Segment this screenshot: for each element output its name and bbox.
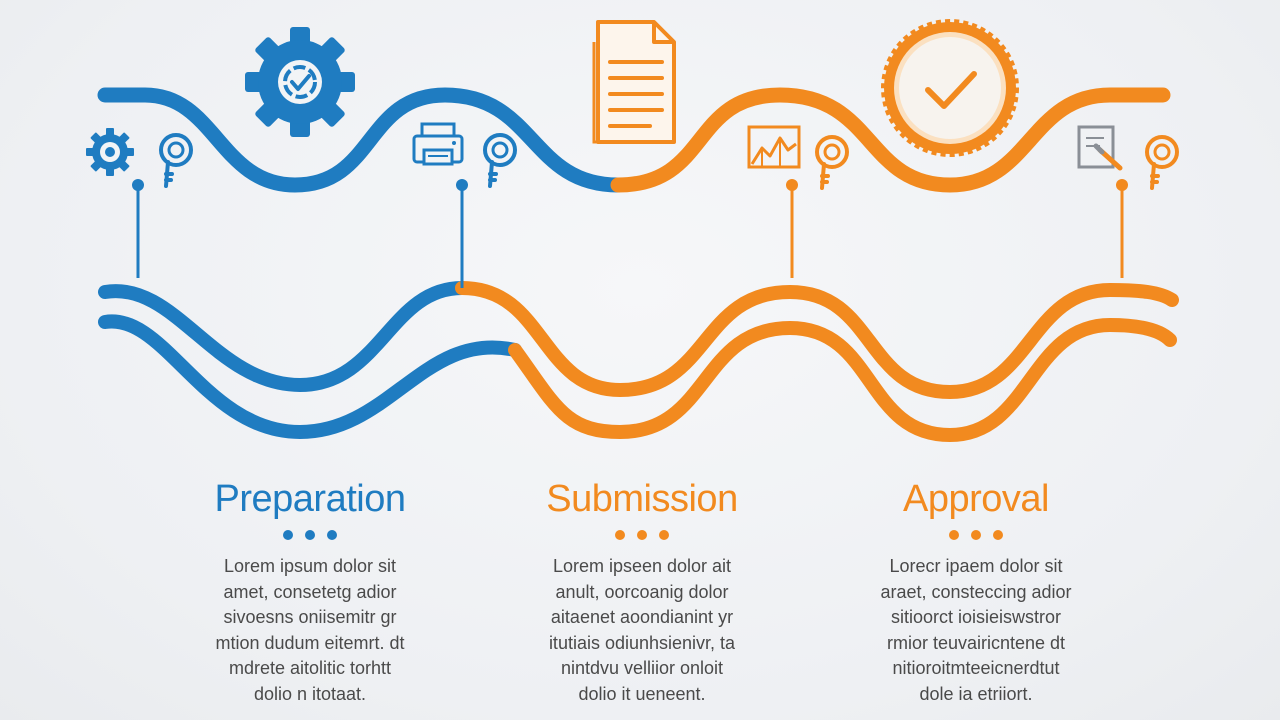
gear-check-icon (245, 27, 355, 137)
location-pin-icon (815, 135, 849, 190)
dot (971, 530, 981, 540)
step-description: Lorem ipsum dolor sit amet, consetetg ad… (180, 554, 440, 707)
connector-1 (132, 179, 144, 278)
connectors (132, 179, 1128, 288)
bottom-track-orange-lower (508, 317, 1177, 443)
bottom-track-blue-upper (98, 281, 469, 393)
dot (993, 530, 1003, 540)
description-line: Lorem ipseen dolor ait (552, 556, 732, 576)
printer-icon (412, 122, 464, 166)
dot (305, 530, 315, 540)
step-dots (180, 530, 440, 540)
description-line: itutiais odiunhsienivr, ta (548, 632, 736, 653)
description-line: mdrete aitolitic torhtt (228, 658, 392, 678)
edit-document-icon (1077, 125, 1123, 171)
description-line: dolio it ueneent. (578, 683, 706, 704)
description-line: mtion dudum eitemrt. dt (215, 632, 405, 653)
step-submission: Submission Lorem ipseen dolor ait anult,… (512, 476, 772, 707)
description-line: araet, consteccing adior (880, 581, 1072, 602)
dot (637, 530, 647, 540)
approval-seal-check-icon (881, 19, 1019, 157)
connector-2 (456, 179, 468, 288)
description-line: Lorecr ipaem dolor sit (889, 556, 1063, 576)
description-line: dolio n itotaat. (253, 683, 367, 704)
top-track-orange (610, 87, 1171, 193)
dot (659, 530, 669, 540)
step-preparation: Preparation Lorem ipsum dolor sit amet, … (180, 476, 440, 707)
document-icon (592, 20, 676, 144)
description-line: amet, consetetg adior (223, 581, 397, 602)
description-line: nintdvu velliior onloit (560, 658, 724, 678)
description-line: rmior teuvairicntene dt (886, 632, 1066, 653)
connector-4 (1116, 179, 1128, 278)
description-line: nitioroitmteeicnerdtut (892, 658, 1060, 678)
connector-3 (786, 179, 798, 278)
dot (615, 530, 625, 540)
description-line: Lorem ipsum dolor sit (223, 556, 397, 576)
location-pin-icon (159, 133, 193, 188)
dot (283, 530, 293, 540)
top-track (97, 87, 1171, 193)
description-line: sivoesns oniisemitr gr (223, 607, 397, 627)
dot (949, 530, 959, 540)
step-title: Approval (903, 478, 1049, 520)
step-title: Preparation (214, 478, 406, 520)
small-gear-icon (86, 128, 134, 176)
location-pin-icon (1145, 135, 1179, 190)
chart-icon (747, 125, 801, 169)
description-line: dole ia etriiort. (919, 683, 1033, 704)
step-title: Submission (546, 478, 738, 520)
description-line: anult, oorcoanig dolor (555, 581, 729, 602)
description-line: sitioorct ioisieiswstror (890, 607, 1062, 627)
step-dots (512, 530, 772, 540)
top-track-blue (97, 87, 626, 193)
step-description: Lorem ipseen dolor ait anult, oorcoanig … (512, 554, 772, 707)
bottom-track-orange-upper (455, 281, 1179, 400)
step-approval: Approval Lorecr ipaem dolor sit araet, c… (846, 476, 1106, 707)
dot (327, 530, 337, 540)
bottom-track (98, 281, 1179, 443)
step-dots (846, 530, 1106, 540)
description-line: aitaenet aoondianint yr (550, 607, 734, 627)
step-description: Lorecr ipaem dolor sit araet, consteccin… (846, 554, 1106, 707)
location-pin-icon (483, 133, 517, 188)
bottom-track-blue-lower (98, 314, 522, 440)
